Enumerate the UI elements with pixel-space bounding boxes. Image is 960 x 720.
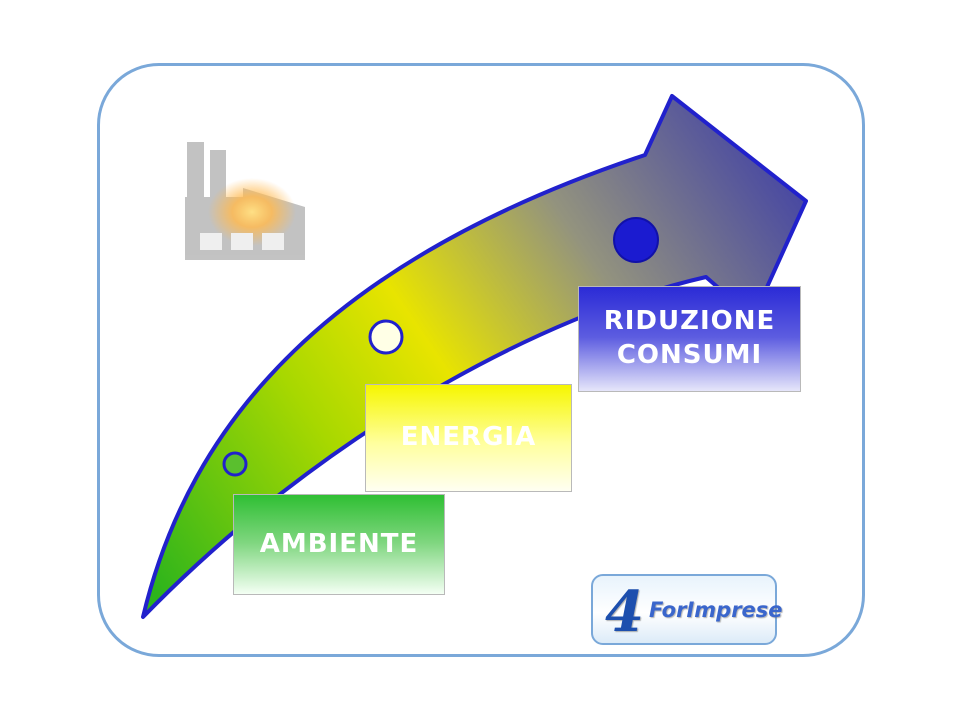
logo-4-glyph: 4 bbox=[605, 578, 644, 645]
forimprese-logo: 4 ForImprese bbox=[591, 574, 783, 645]
slide-border bbox=[97, 63, 865, 657]
stage-box-energia: ENERGIA bbox=[365, 384, 572, 492]
stage-box-ambiente: AMBIENTE bbox=[233, 494, 445, 595]
factory-icon bbox=[185, 142, 305, 260]
stage-dot-energia bbox=[368, 319, 404, 355]
stage-box-riduzione: RIDUZIONE CONSUMI bbox=[578, 286, 801, 392]
stage-label-energia: ENERGIA bbox=[400, 422, 537, 453]
logo-text: ForImprese bbox=[648, 597, 783, 622]
glow-icon bbox=[208, 178, 296, 246]
stage-label-riduzione-consumi: RIDUZIONE CONSUMI bbox=[603, 306, 776, 370]
stage-dot-ambiente bbox=[222, 451, 248, 477]
stage-dot-riduzione bbox=[613, 217, 659, 263]
stage-label-ambiente: AMBIENTE bbox=[259, 528, 419, 559]
